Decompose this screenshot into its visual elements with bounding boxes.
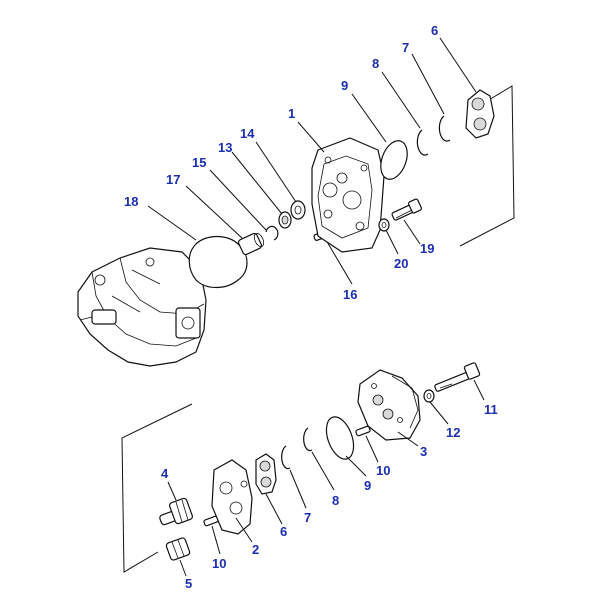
gear-housing-2 — [211, 459, 253, 535]
leader-6-lower — [265, 493, 283, 525]
callout-16: 16 — [343, 287, 357, 302]
callout-7-lower: 7 — [304, 510, 311, 525]
leader-12 — [429, 401, 449, 425]
leader-10-lower-left — [211, 525, 221, 555]
leader-2 — [235, 517, 253, 543]
callout-7-upper: 7 — [402, 40, 409, 55]
bearing-plate-6-lower — [255, 453, 277, 495]
leader-7-lower — [289, 469, 307, 509]
leader-20 — [385, 229, 399, 255]
assembly-frame-line-lower — [121, 403, 193, 573]
callout-10-lower-left: 10 — [212, 556, 226, 571]
callout-2: 2 — [252, 542, 259, 557]
driven-gear-5 — [165, 537, 191, 561]
cover-plate-1 — [311, 137, 385, 253]
callout-19: 19 — [420, 241, 434, 256]
callout-5: 5 — [185, 576, 192, 591]
callout-10-lower-right: 10 — [376, 463, 390, 478]
leader-16 — [325, 239, 353, 285]
washer-20 — [378, 218, 390, 232]
pump-body — [77, 247, 207, 367]
gasket-18 — [188, 235, 248, 289]
leader-9-lower — [345, 455, 367, 477]
callout-6-upper: 6 — [431, 23, 438, 38]
snap-ring-7-lower — [281, 445, 291, 470]
assembly-frame-line-upper — [459, 85, 515, 247]
rear-cover-3 — [357, 369, 421, 441]
o-ring-9-upper — [380, 140, 408, 180]
callout-18: 18 — [124, 194, 138, 209]
snap-ring-8-upper — [416, 129, 429, 156]
leader-8-lower — [311, 451, 335, 491]
leader-1 — [297, 121, 325, 153]
leader-11 — [473, 379, 485, 401]
seal-13 — [278, 211, 292, 229]
callout-11: 11 — [484, 402, 498, 417]
bolt-11 — [434, 362, 481, 392]
callout-8-upper: 8 — [372, 56, 379, 71]
snap-ring-7-upper — [438, 115, 451, 142]
callout-6-lower: 6 — [280, 524, 287, 539]
callout-9-lower: 9 — [364, 478, 371, 493]
leader-3 — [397, 431, 419, 447]
leader-10-lower-right — [365, 435, 379, 463]
leader-6-upper — [439, 37, 477, 93]
leader-14 — [255, 141, 297, 203]
leader-7-upper — [411, 53, 445, 115]
callout-20: 20 — [394, 256, 408, 271]
washer-12 — [423, 389, 435, 403]
leader-5 — [179, 559, 187, 577]
callout-9-upper: 9 — [341, 78, 348, 93]
callout-17: 17 — [166, 172, 180, 187]
callout-1: 1 — [288, 106, 295, 121]
callout-4: 4 — [161, 466, 169, 481]
callout-13: 13 — [218, 140, 232, 155]
bushing-17 — [237, 232, 265, 256]
drive-gear-4 — [159, 497, 193, 526]
callout-8-lower: 8 — [332, 493, 339, 508]
pin-10-lower-right — [355, 425, 371, 437]
leader-4 — [167, 481, 177, 501]
callout-15: 15 — [192, 155, 206, 170]
washer-14 — [290, 200, 306, 220]
leader-13 — [231, 151, 283, 215]
leader-19 — [403, 219, 421, 245]
leader-8-upper — [381, 71, 421, 129]
callout-14: 14 — [240, 126, 255, 141]
o-ring-9-lower — [325, 416, 355, 460]
snap-ring-15 — [265, 225, 279, 241]
snap-ring-8-lower — [303, 427, 313, 452]
callout-3: 3 — [420, 444, 427, 459]
leader-18 — [147, 205, 197, 241]
leader-15 — [209, 169, 267, 231]
callout-12: 12 — [446, 425, 460, 440]
bolt-19 — [391, 198, 423, 221]
bearing-plate-6-upper — [465, 89, 495, 139]
leader-9-upper — [351, 93, 387, 143]
leader-17 — [185, 185, 243, 239]
